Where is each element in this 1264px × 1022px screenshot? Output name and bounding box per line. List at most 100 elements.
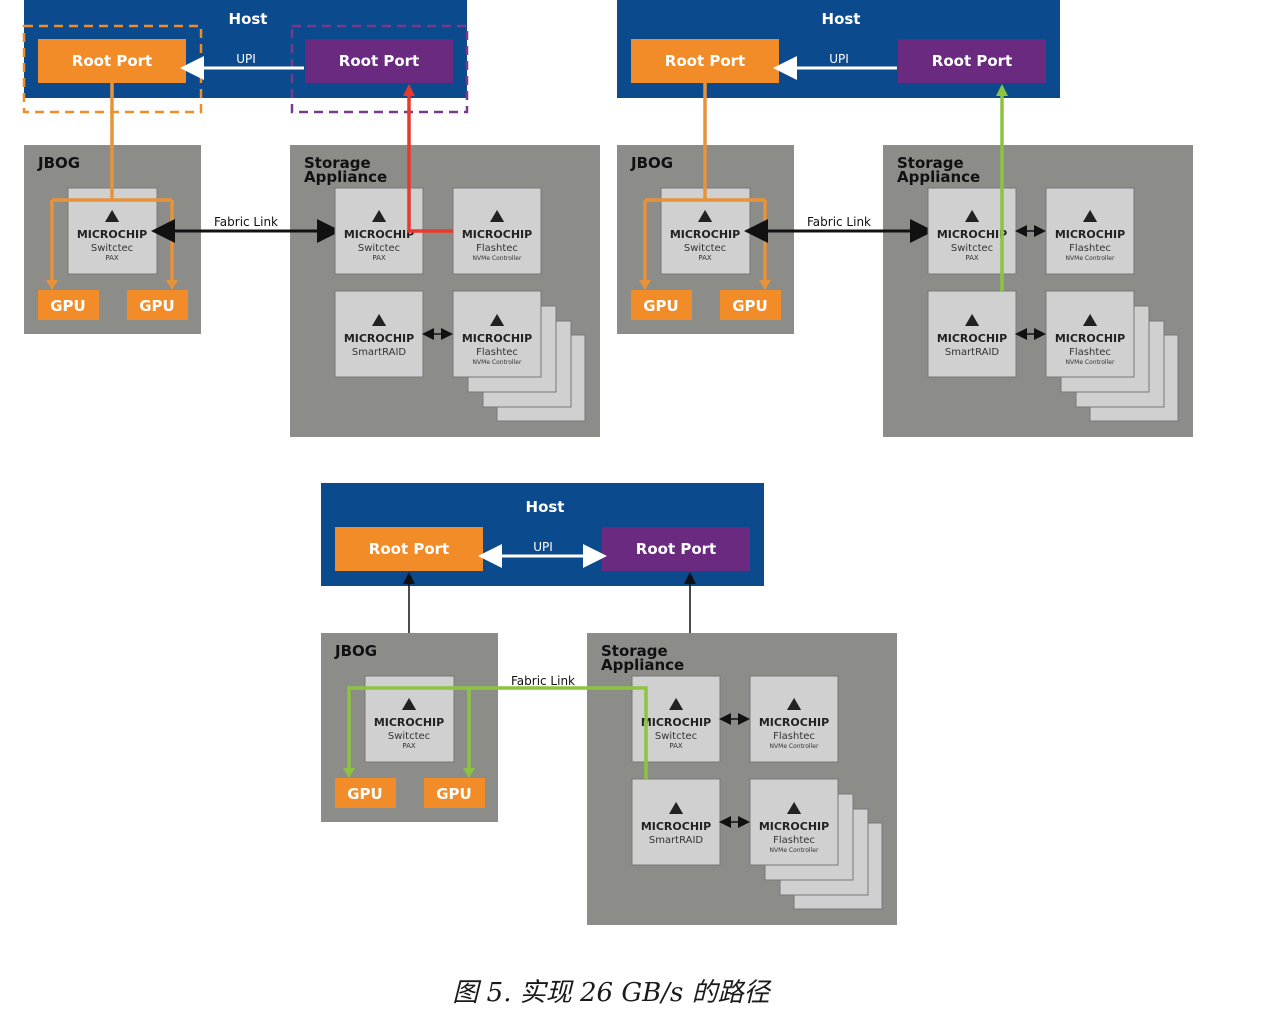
switchtec-chip — [364, 675, 455, 763]
chip-name: SmartRAID — [649, 835, 704, 846]
chip-sub: NVMe Controller — [473, 359, 522, 366]
microchip-logo-icon: ⛰ — [371, 206, 386, 226]
upi-label: UPI — [829, 52, 849, 66]
chip-sub: NVMe Controller — [1066, 255, 1115, 262]
chip-name: Flashtec — [476, 347, 518, 358]
gpu-box — [127, 290, 188, 320]
chip-sub: PAX — [372, 254, 386, 262]
root-port-orange — [631, 39, 779, 83]
fabric-link-label: Fabric Link — [807, 215, 871, 229]
microchip-brand: MICROCHIP — [1055, 228, 1125, 241]
smartraid-chip — [927, 290, 1017, 378]
root-port-purple — [602, 527, 750, 571]
microchip-brand: MICROCHIP — [641, 716, 711, 729]
storage-label: Storage — [897, 154, 964, 172]
host-label: Host — [229, 10, 268, 28]
microchip-brand: MICROCHIP — [462, 228, 532, 241]
gpu-box — [424, 778, 485, 808]
storage-label: Appliance — [304, 168, 387, 186]
chip-sub: NVMe Controller — [1066, 359, 1115, 366]
fabric-link-label: Fabric Link — [214, 215, 278, 229]
microchip-logo-icon: ⛰ — [489, 206, 504, 226]
gpu-box — [38, 290, 99, 320]
microchip-brand: MICROCHIP — [374, 716, 444, 729]
host-label: Host — [526, 498, 565, 516]
chip-name: Flashtec — [1069, 347, 1111, 358]
root-port-purple — [898, 39, 1046, 83]
green-arrowhead — [996, 84, 1008, 96]
host-label: Host — [822, 10, 861, 28]
switchtec-chip — [67, 187, 158, 275]
upi-label: UPI — [533, 540, 553, 554]
gpu-label: GPU — [732, 297, 768, 315]
gpu-box — [631, 290, 692, 320]
chip-name: Switctec — [684, 243, 726, 254]
chip-name: Flashtec — [476, 243, 518, 254]
microchip-logo-icon: ⛰ — [786, 694, 801, 714]
jbog-label: JBOG — [334, 642, 377, 660]
figure-caption: 图 5. 实现 26 GB/s 的路径 — [452, 978, 770, 1008]
flashtec-chip — [749, 675, 839, 763]
red-path — [407, 92, 453, 233]
storage-label: Appliance — [897, 168, 980, 186]
chip-sub: PAX — [402, 742, 416, 750]
microchip-logo-icon: ⛰ — [964, 310, 979, 330]
chip-sub: NVMe Controller — [770, 847, 819, 854]
chip-name: Switctec — [951, 243, 993, 254]
chip-sub: PAX — [698, 254, 712, 262]
chip-sub: NVMe Controller — [473, 255, 522, 262]
microchip-brand: MICROCHIP — [641, 820, 711, 833]
gpu-label: GPU — [347, 785, 383, 803]
microchip-logo-icon: ⛰ — [697, 206, 712, 226]
microchip-logo-icon: ⛰ — [786, 798, 801, 818]
flashtec-stack — [749, 778, 883, 910]
red-arrowhead — [403, 84, 415, 96]
smartraid-chip — [334, 290, 424, 378]
chip-sub: PAX — [965, 254, 979, 262]
panel-1: Host Root Port Root Port UPI JBOG ⛰ MICR… — [22, 0, 600, 437]
microchip-brand: MICROCHIP — [670, 228, 740, 241]
switchtec-chip — [660, 187, 751, 275]
gpu-label: GPU — [50, 297, 86, 315]
upi-label: UPI — [236, 52, 256, 66]
microchip-logo-icon: ⛰ — [371, 310, 386, 330]
chip-name: Switctec — [91, 243, 133, 254]
storage-label: Appliance — [601, 656, 684, 674]
microchip-logo-icon: ⛰ — [489, 310, 504, 330]
root-port-label: Root Port — [72, 52, 152, 70]
gpu-label: GPU — [643, 297, 679, 315]
microchip-brand: MICROCHIP — [344, 332, 414, 345]
microchip-brand: MICROCHIP — [937, 332, 1007, 345]
dashed-purple-outline — [290, 24, 469, 114]
flashtec-stack — [1045, 290, 1179, 422]
fabric-link-label: Fabric Link — [511, 674, 575, 688]
panel-2: Host Root Port Root Port UPI JBOG ⛰ MICR… — [617, 0, 1193, 437]
panel-3: Host Root Port Root Port UPI JBOG ⛰ MICR… — [321, 483, 897, 925]
jbog-label: JBOG — [630, 154, 673, 172]
flashtec-chip — [452, 187, 542, 275]
chip-sub: NVMe Controller — [770, 743, 819, 750]
orange-path — [643, 83, 767, 286]
chip-name: Switctec — [358, 243, 400, 254]
root-port-label: Root Port — [636, 540, 716, 558]
microchip-brand: MICROCHIP — [77, 228, 147, 241]
chip-name: Flashtec — [773, 835, 815, 846]
microchip-brand: MICROCHIP — [462, 332, 532, 345]
microchip-brand: MICROCHIP — [1055, 332, 1125, 345]
chip-sub: PAX — [105, 254, 119, 262]
microchip-logo-icon: ⛰ — [401, 694, 416, 714]
chip-name: Flashtec — [773, 731, 815, 742]
gpu-box — [720, 290, 781, 320]
microchip-logo-icon: ⛰ — [668, 694, 683, 714]
root-port-purple — [305, 39, 453, 83]
microchip-brand: MICROCHIP — [344, 228, 414, 241]
microchip-logo-icon: ⛰ — [104, 206, 119, 226]
chip-name: Flashtec — [1069, 243, 1111, 254]
gpu-label: GPU — [436, 785, 472, 803]
chip-name: Switctec — [388, 731, 430, 742]
microchip-logo-icon: ⛰ — [1082, 310, 1097, 330]
microchip-logo-icon: ⛰ — [1082, 206, 1097, 226]
chip-sub: PAX — [669, 742, 683, 750]
root-port-orange — [38, 39, 186, 83]
